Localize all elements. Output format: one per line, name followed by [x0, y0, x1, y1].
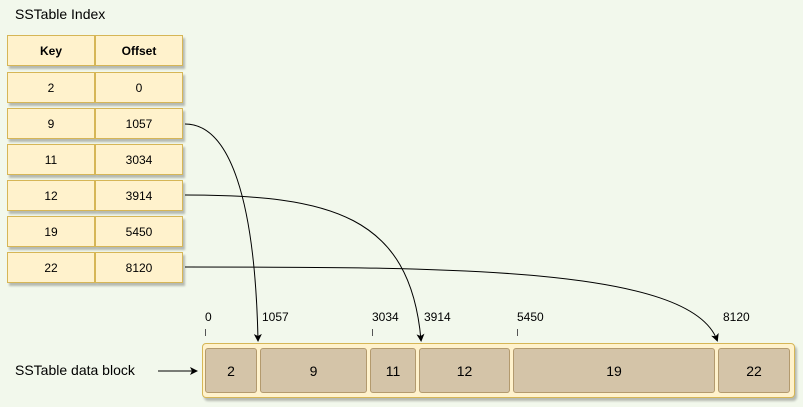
row-offset: 1057	[95, 108, 183, 139]
row-offset: 3914	[95, 180, 183, 211]
row-key: 19	[7, 216, 95, 247]
row-key: 9	[7, 108, 95, 139]
row-key: 11	[7, 144, 95, 175]
arrow-3914	[184, 194, 425, 342]
arrow-8120	[184, 266, 719, 342]
data-segment: 9	[260, 348, 367, 393]
offset-label: 3914	[424, 310, 451, 324]
row-offset: 0	[95, 72, 183, 103]
offset-label: 8120	[723, 310, 750, 324]
row-offset: 8120	[95, 252, 183, 283]
row-key: 2	[7, 72, 95, 103]
header-key: Key	[7, 35, 95, 66]
arrow-1057	[184, 123, 262, 342]
offset-label: 1057	[262, 310, 289, 324]
row-offset: 5450	[95, 216, 183, 247]
offset-label: 5450	[517, 310, 544, 324]
row-offset: 3034	[95, 144, 183, 175]
data-segment: 2	[205, 348, 257, 393]
data-segment: 19	[513, 348, 715, 393]
offset-label: 0	[205, 310, 212, 324]
data-segment: 22	[718, 348, 790, 393]
index-title: SSTable Index	[15, 6, 106, 22]
header-offset: Offset	[95, 35, 183, 66]
data-segment: 12	[419, 348, 510, 393]
offset-tick	[517, 329, 518, 336]
row-key: 22	[7, 252, 95, 283]
row-key: 12	[7, 180, 95, 211]
data-block-label: SSTable data block	[15, 362, 135, 378]
offset-tick	[372, 329, 373, 336]
offset-tick	[205, 329, 206, 336]
data-segment: 11	[370, 348, 416, 393]
offset-label: 3034	[372, 310, 399, 324]
